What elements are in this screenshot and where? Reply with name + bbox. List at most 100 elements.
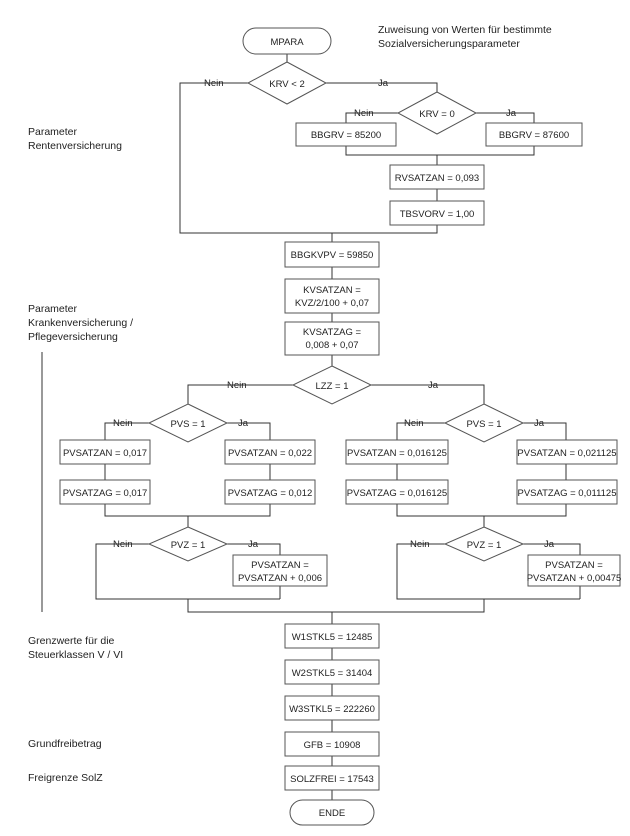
process-label: PVSATZAG = 0,016125 (347, 488, 447, 499)
start-label: MPARA (270, 37, 304, 48)
process-w3stkl5: W3STKL5 = 222260 (284, 695, 380, 721)
process-tbsvorv: TBSVORV = 1,00 (389, 200, 485, 226)
decision-shape (396, 91, 478, 135)
edge-label-no: Nein (113, 539, 133, 550)
decision-label: KRV < 2 (269, 79, 304, 90)
process-box (284, 241, 380, 268)
process-pvsatzag-lr: PVSATZAG = 0,012 (224, 479, 316, 505)
process-box (284, 765, 380, 791)
process-pvz-right-box: PVSATZAN = PVSATZAN + 0,00475 (527, 554, 621, 587)
edge-label-yes: Ja (238, 418, 249, 429)
process-box (485, 122, 583, 147)
process-box (527, 554, 621, 587)
decision-pvs-right: PVS = 1 (443, 403, 525, 443)
edge-label-no: Nein (404, 418, 424, 429)
connectors (41, 54, 581, 800)
process-pvsatzag-rl: PVSATZAG = 0,016125 (345, 479, 449, 505)
process-label: PVSATZAG = 0,017 (63, 488, 148, 499)
end-node: ENDE (289, 799, 375, 826)
edge-label-no: Nein (354, 108, 374, 119)
process-box (224, 439, 316, 465)
connector (371, 384, 485, 404)
connector (179, 82, 287, 234)
side-label-renten-2: Rentenversicherung (28, 140, 122, 152)
decision-label: LZZ = 1 (316, 381, 349, 392)
connector (104, 504, 271, 517)
process-kvsatzan: KVSATZAN = KVZ/2/100 + 0,07 (284, 278, 380, 314)
edge-label-yes: Ja (534, 418, 545, 429)
connector (523, 543, 581, 555)
header-note: Zuweisung von Werten für bestimmte Sozia… (378, 24, 552, 50)
process-label: PVSATZAG = 0,012 (228, 488, 313, 499)
process-box (389, 200, 485, 226)
decision-krv-eq0: KRV = 0 (396, 91, 478, 135)
process-box (284, 321, 380, 356)
decision-pvz-right: PVZ = 1 (443, 526, 525, 562)
process-box (59, 479, 151, 505)
process-bbgrv-a: BBGRV = 85200 (295, 122, 397, 147)
process-label: TBSVORV = 1,00 (400, 209, 475, 220)
edge-label-yes: Ja (544, 539, 555, 550)
decision-shape (246, 61, 328, 105)
header-note-line2: Sozialversicherungsparameter (378, 38, 520, 50)
process-label: W1STKL5 = 12485 (292, 632, 373, 643)
process-label: BBGKVPV = 59850 (291, 250, 374, 261)
process-solzfrei: SOLZFREI = 17543 (284, 765, 380, 791)
process-box (232, 554, 328, 587)
process-kvsatzag: KVSATZAG = 0,008 + 0,07 (284, 321, 380, 356)
process-bbgrv-b: BBGRV = 87600 (485, 122, 583, 147)
process-gfb: GFB = 10908 (284, 731, 380, 757)
process-label: RVSATZAN = 0,093 (395, 173, 479, 184)
process-label: GFB = 10908 (304, 740, 361, 751)
edge-label-yes: Ja (506, 108, 517, 119)
decision-label: KRV = 0 (419, 109, 454, 120)
process-box (345, 439, 449, 465)
process-pvz-left-box: PVSATZAN = PVSATZAN + 0,006 (232, 554, 328, 587)
process-label: PVSATZAN = 0,017 (63, 448, 147, 459)
process-pvsatzan-lr: PVSATZAN = 0,022 (224, 439, 316, 465)
process-label-line1: PVSATZAN = (545, 560, 603, 571)
process-label-line1: KVSATZAG = (303, 327, 362, 338)
process-box (284, 623, 380, 649)
process-box (295, 122, 397, 147)
connector (396, 504, 567, 517)
side-label-solz: Freigrenze SolZ (28, 772, 103, 784)
decision-label: PVZ = 1 (171, 540, 206, 551)
process-label: SOLZFREI = 17543 (290, 774, 374, 785)
process-label: PVSATZAN = 0,016125 (347, 448, 447, 459)
edge-label-no: Nein (227, 380, 247, 391)
start-node: MPARA (242, 27, 332, 55)
side-label-renten-1: Parameter (28, 126, 78, 138)
side-label-grenz-2: Steuerklassen V / VI (28, 649, 123, 661)
side-label-kranken-2: Krankenversicherung / (28, 317, 133, 329)
decision-label: PVZ = 1 (467, 540, 502, 551)
process-w1stkl5: W1STKL5 = 12485 (284, 623, 380, 649)
side-label-gfb: Grundfreibetrag (28, 738, 102, 750)
process-label-line2: 0,008 + 0,07 (305, 340, 358, 351)
process-label: PVSATZAG = 0,011125 (517, 488, 616, 499)
edge-label-no: Nein (204, 78, 224, 89)
process-box (284, 731, 380, 757)
process-w2stkl5: W2STKL5 = 31404 (284, 659, 380, 685)
edge-label-yes: Ja (248, 539, 259, 550)
process-box (389, 164, 485, 190)
decision-shape (147, 403, 229, 443)
end-label: ENDE (319, 808, 345, 819)
side-label-grenz-1: Grenzwerte für die (28, 635, 115, 647)
decision-label: PVS = 1 (170, 419, 205, 430)
process-box (516, 439, 618, 465)
edge-labels: Nein Ja Nein Ja Nein Ja Nein Ja Nein Ja … (113, 78, 555, 550)
process-box (516, 479, 618, 505)
connector (187, 599, 485, 613)
decision-shape (291, 365, 373, 405)
process-box (59, 439, 151, 465)
decision-pvz-left: PVZ = 1 (147, 526, 229, 562)
decision-label: PVS = 1 (466, 419, 501, 430)
process-box (345, 479, 449, 505)
end-terminal (289, 799, 375, 826)
process-pvsatzan-rl: PVSATZAN = 0,016125 (345, 439, 449, 465)
process-pvsatzag-rr: PVSATZAG = 0,011125 (516, 479, 618, 505)
side-label-kranken-3: Pflegeversicherung (28, 331, 118, 343)
